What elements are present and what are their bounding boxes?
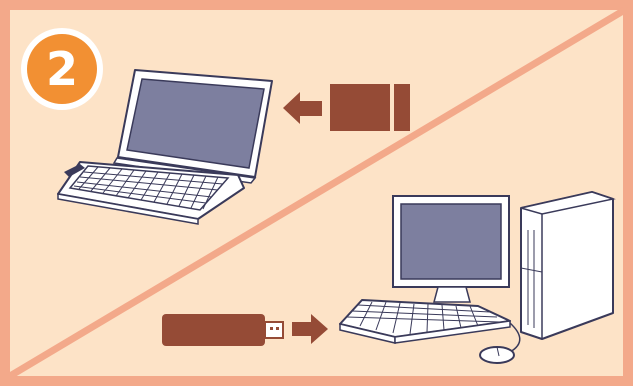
usb-card-icon [330,84,410,131]
mouse-icon [479,346,515,364]
diagonal-divider [8,4,630,380]
usb-stick-icon [162,314,284,346]
step-badge: 2 [21,28,103,110]
desktop-computer-icon [339,191,616,353]
laptop-icon [57,69,273,225]
right-arrow-icon [292,314,328,344]
step-number: 2 [27,34,97,104]
left-arrow-icon [283,92,322,124]
